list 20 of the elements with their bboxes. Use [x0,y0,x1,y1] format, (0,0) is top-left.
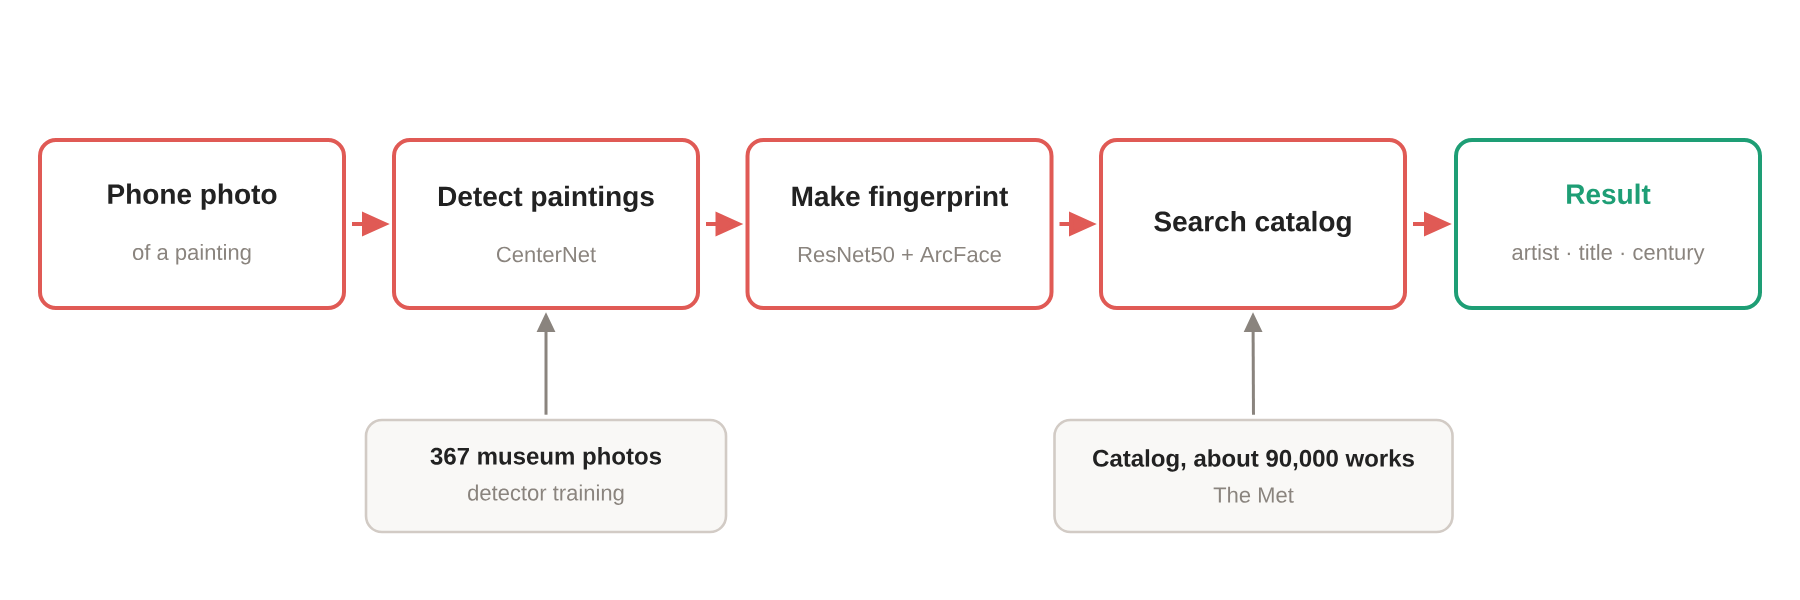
box-title: Detect paintings [439,185,654,212]
result-box [1454,138,1762,310]
process-box [392,138,700,310]
process-box [745,138,1054,310]
box-title: Phone photo [108,183,277,210]
process-box [38,138,346,310]
box-subtitle: ResNet50 + ArcFace [798,246,1001,263]
source-box [1053,418,1454,534]
box-title: Result [1567,183,1651,205]
box-subtitle: artist · title · century [1512,243,1705,265]
source-box [364,418,728,534]
box-title: 367 museum photos [430,447,661,470]
box-subtitle: The Met [1213,486,1294,503]
box-subtitle: of a painting [132,243,251,265]
box-subtitle: CenterNet [497,246,596,263]
box-title: Catalog, about 90,000 works [1093,449,1414,472]
box-title: Make fingerprint [792,185,1009,212]
process-box [1099,138,1407,310]
box-subtitle: detector training [468,484,624,505]
box-title: Search catalog [1154,210,1351,238]
